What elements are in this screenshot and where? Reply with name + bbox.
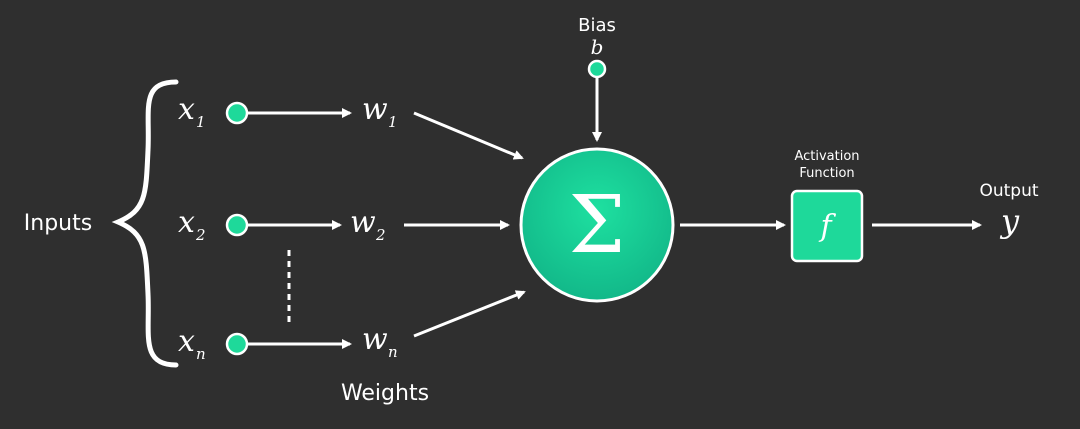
- activation-function-box: [790, 189, 864, 263]
- bias-node: [587, 59, 607, 79]
- input-node-n: [225, 332, 249, 356]
- input-node-1: [225, 101, 249, 125]
- weight-wn-label: w n: [362, 322, 398, 361]
- inputs-label: Inputs: [24, 211, 92, 236]
- svg-text:x: x: [178, 324, 195, 359]
- weight-w2-label: w 2: [350, 205, 386, 244]
- svg-text:w: w: [362, 322, 388, 357]
- input-node-2: [225, 213, 249, 237]
- input-xn-label: x n: [178, 324, 206, 363]
- svg-text:x: x: [178, 92, 195, 127]
- summation-symbol: Σ: [569, 178, 626, 271]
- bias-symbol: b: [591, 35, 604, 59]
- svg-text:w: w: [350, 205, 376, 240]
- svg-text:n: n: [388, 343, 398, 361]
- output-symbol: y: [999, 202, 1020, 240]
- svg-text:2: 2: [195, 226, 206, 244]
- weight-w1-label: w 1: [362, 92, 398, 131]
- input-x1-label: x 1: [178, 92, 206, 131]
- svg-text:w: w: [362, 92, 388, 127]
- svg-text:1: 1: [388, 113, 398, 131]
- arrow-w1-sum: [413, 111, 524, 160]
- weights-label: Weights: [341, 381, 429, 406]
- bias-label: Bias: [578, 15, 616, 36]
- svg-text:n: n: [196, 345, 206, 363]
- arrow-wn-sum: [413, 290, 526, 338]
- svg-text:2: 2: [375, 226, 386, 244]
- input-x2-label: x 2: [178, 205, 206, 244]
- summation-node: [519, 147, 675, 303]
- activation-label-line1: Activation: [794, 149, 859, 164]
- svg-text:1: 1: [196, 113, 206, 131]
- inputs-brace: [111, 79, 179, 368]
- output-label: Output: [979, 181, 1038, 201]
- svg-text:x: x: [178, 205, 195, 240]
- activation-label-line2: Function: [799, 166, 854, 181]
